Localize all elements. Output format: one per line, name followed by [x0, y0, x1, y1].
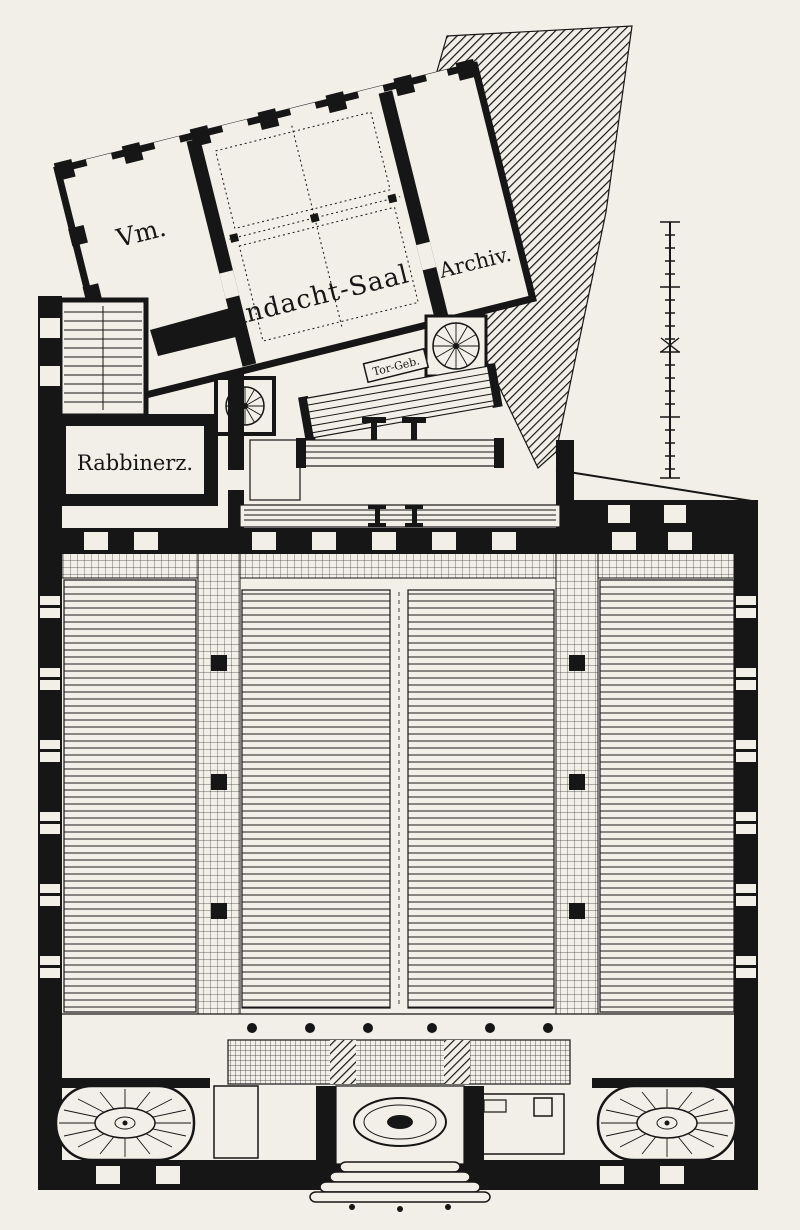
wing-partition-walls — [186, 90, 449, 367]
lower-steps — [296, 438, 504, 468]
pew-block-mid-right — [407, 589, 555, 1009]
room-rabbinerz: Rabbinerz. — [52, 414, 218, 506]
wing-windows — [85, 69, 450, 172]
connector-wall — [150, 308, 240, 356]
rear-tiled-band — [227, 1039, 571, 1085]
vault-column-marks — [229, 193, 398, 243]
hall-front-step-band — [239, 504, 561, 528]
straight-staircase — [57, 297, 149, 419]
pew-block-right — [599, 579, 735, 1013]
gate-building: Tor-Geb. — [228, 347, 574, 528]
oval-staircase-right — [596, 1084, 738, 1162]
room-label-rabbinerz: Rabbinerz. — [77, 451, 193, 475]
oval-staircase-left — [54, 1084, 196, 1162]
hall-columns — [211, 655, 585, 919]
rear-column-dots — [247, 1023, 553, 1033]
vestibule — [44, 1078, 754, 1212]
scale-bar — [660, 221, 680, 479]
spiral-staircase-annex — [214, 376, 276, 436]
vault-dotted-lines — [214, 111, 419, 342]
vestibule-room-left — [213, 1085, 259, 1159]
front-wing-group: Vm. Andacht-Saal Archiv. — [53, 58, 537, 407]
vestibule-room-right — [477, 1093, 565, 1155]
pew-block-mid-left — [241, 589, 391, 1009]
pew-block-left — [63, 579, 197, 1013]
main-hall — [61, 551, 735, 1085]
spiral-staircase-wing — [424, 314, 488, 378]
entrance-portal — [309, 1085, 491, 1212]
